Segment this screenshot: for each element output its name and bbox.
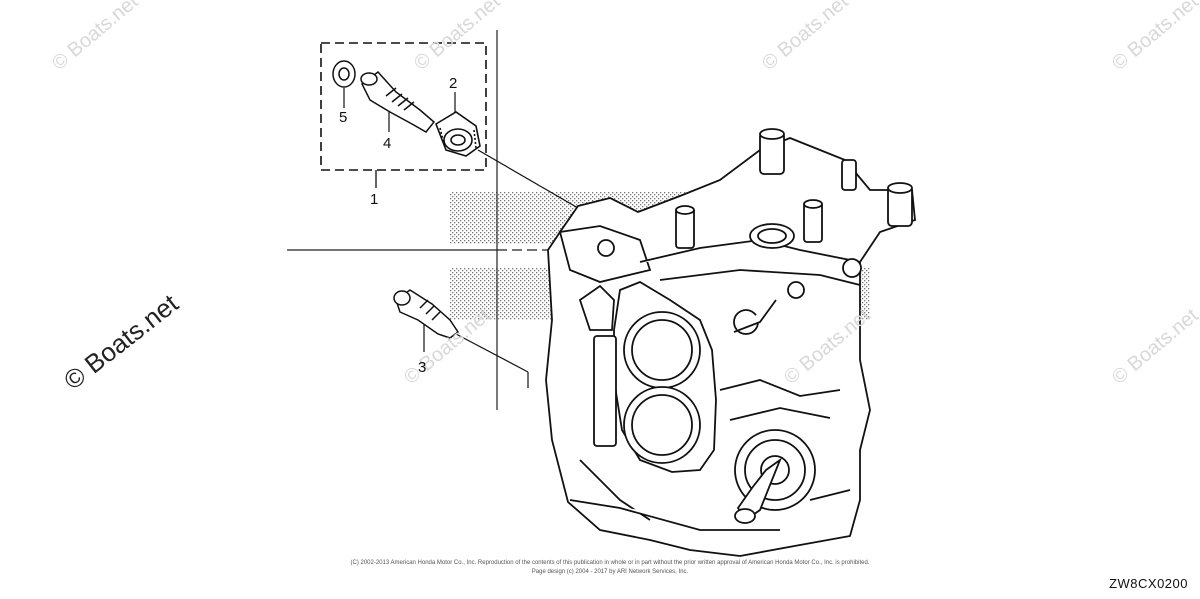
callout-4[interactable]: 4	[383, 135, 392, 152]
part-5-washer	[332, 60, 356, 88]
callout-1[interactable]: 1	[370, 191, 379, 208]
assembly-dashed-box	[320, 42, 487, 171]
copyright-line-2: Page design (c) 2004 - 2017 by ARI Netwo…	[531, 569, 689, 575]
part-4-shaft	[360, 70, 436, 133]
reference-leaders	[455, 149, 579, 388]
callout-3[interactable]: 3	[418, 359, 427, 376]
copyright-line-1: (C) 2002-2013 American Honda Motor Co., …	[350, 560, 870, 566]
part-3-sensor	[393, 289, 460, 339]
drawing-code: ZW8CX0200	[1109, 576, 1188, 591]
callout-5[interactable]: 5	[339, 109, 348, 126]
engine-block	[545, 128, 916, 557]
part-2-gear	[435, 111, 481, 157]
callout-2[interactable]: 2	[449, 75, 458, 92]
